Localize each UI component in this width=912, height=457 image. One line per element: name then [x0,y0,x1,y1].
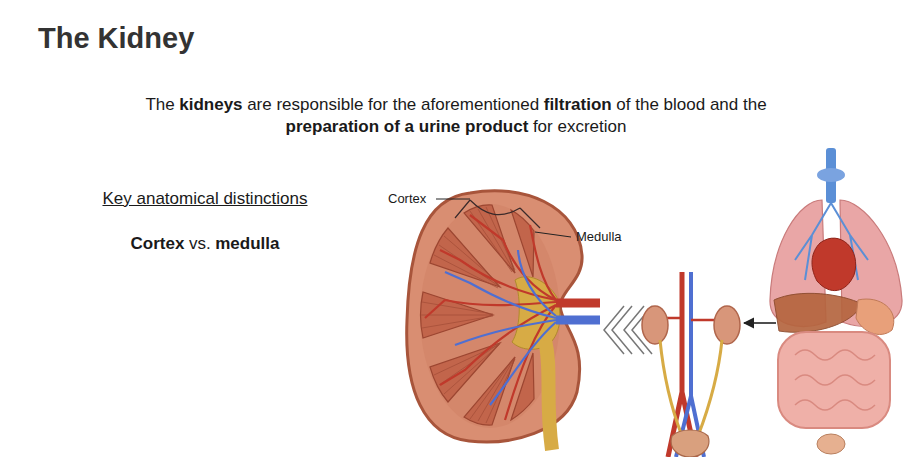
striation [470,207,515,273]
text-run: Key anatomical distinctions [102,189,307,208]
slide-title: The Kidney [38,22,194,55]
intestines [778,332,890,428]
medulla-pyramids [421,205,535,425]
renal-vein [556,316,600,325]
pyramid [511,210,534,277]
pyramid [511,353,534,420]
renal-vessels [666,318,714,320]
text-run: kidneys [179,95,242,114]
text-run: for excretion [533,117,627,136]
part-label: Medulla [576,229,622,245]
right-kidney [714,306,740,344]
artery [530,225,556,300]
striation [421,302,493,328]
text-run: preparation of a urine product [286,117,529,136]
ureter [545,340,552,450]
chevron [624,306,644,354]
section-heading: Key anatomical distinctions [40,189,370,209]
leader-line [535,232,571,237]
body-bladder [817,434,845,454]
text-run: medulla [215,234,279,253]
text-run: vs. [189,234,211,253]
kidney-cortex-inner [420,204,560,428]
text-run: of the blood and the [616,95,766,114]
heart [812,238,856,290]
bladder [671,430,709,457]
renal-veins [445,250,556,405]
part-label: Cortex [388,191,426,207]
chevron [604,306,624,354]
thyroid [817,168,845,182]
stomach [856,299,894,334]
arcuate-line [455,200,540,228]
vein [490,322,556,405]
intestine-loops [795,350,875,410]
liver [774,293,862,332]
text-run: The [145,95,174,114]
intro-line: The kidneys are responsible for the aforem… [0,95,912,115]
text-run: are responsible for the aforementioned [247,95,539,114]
vein [518,250,556,316]
striation [434,236,500,288]
kidney-capsule [407,191,582,442]
distinction-line: Cortexvs.medulla [40,234,370,254]
vein [445,272,556,318]
arcuate-vessels [455,200,540,228]
striation [470,357,515,423]
leader-line [436,199,470,200]
artery [440,250,556,300]
ureters [660,340,722,436]
pyramid [421,292,494,338]
chevron [612,306,632,354]
text-run: Cortex [131,234,185,253]
artery [440,305,556,385]
vein [455,320,556,345]
intro-line: preparation of a urine productfor excret… [0,117,912,137]
left-kidney [642,306,668,344]
pointer-arrow [744,322,776,324]
text-run: filtration [544,95,612,114]
renal-arteries [425,215,556,420]
renal-artery [556,299,600,308]
